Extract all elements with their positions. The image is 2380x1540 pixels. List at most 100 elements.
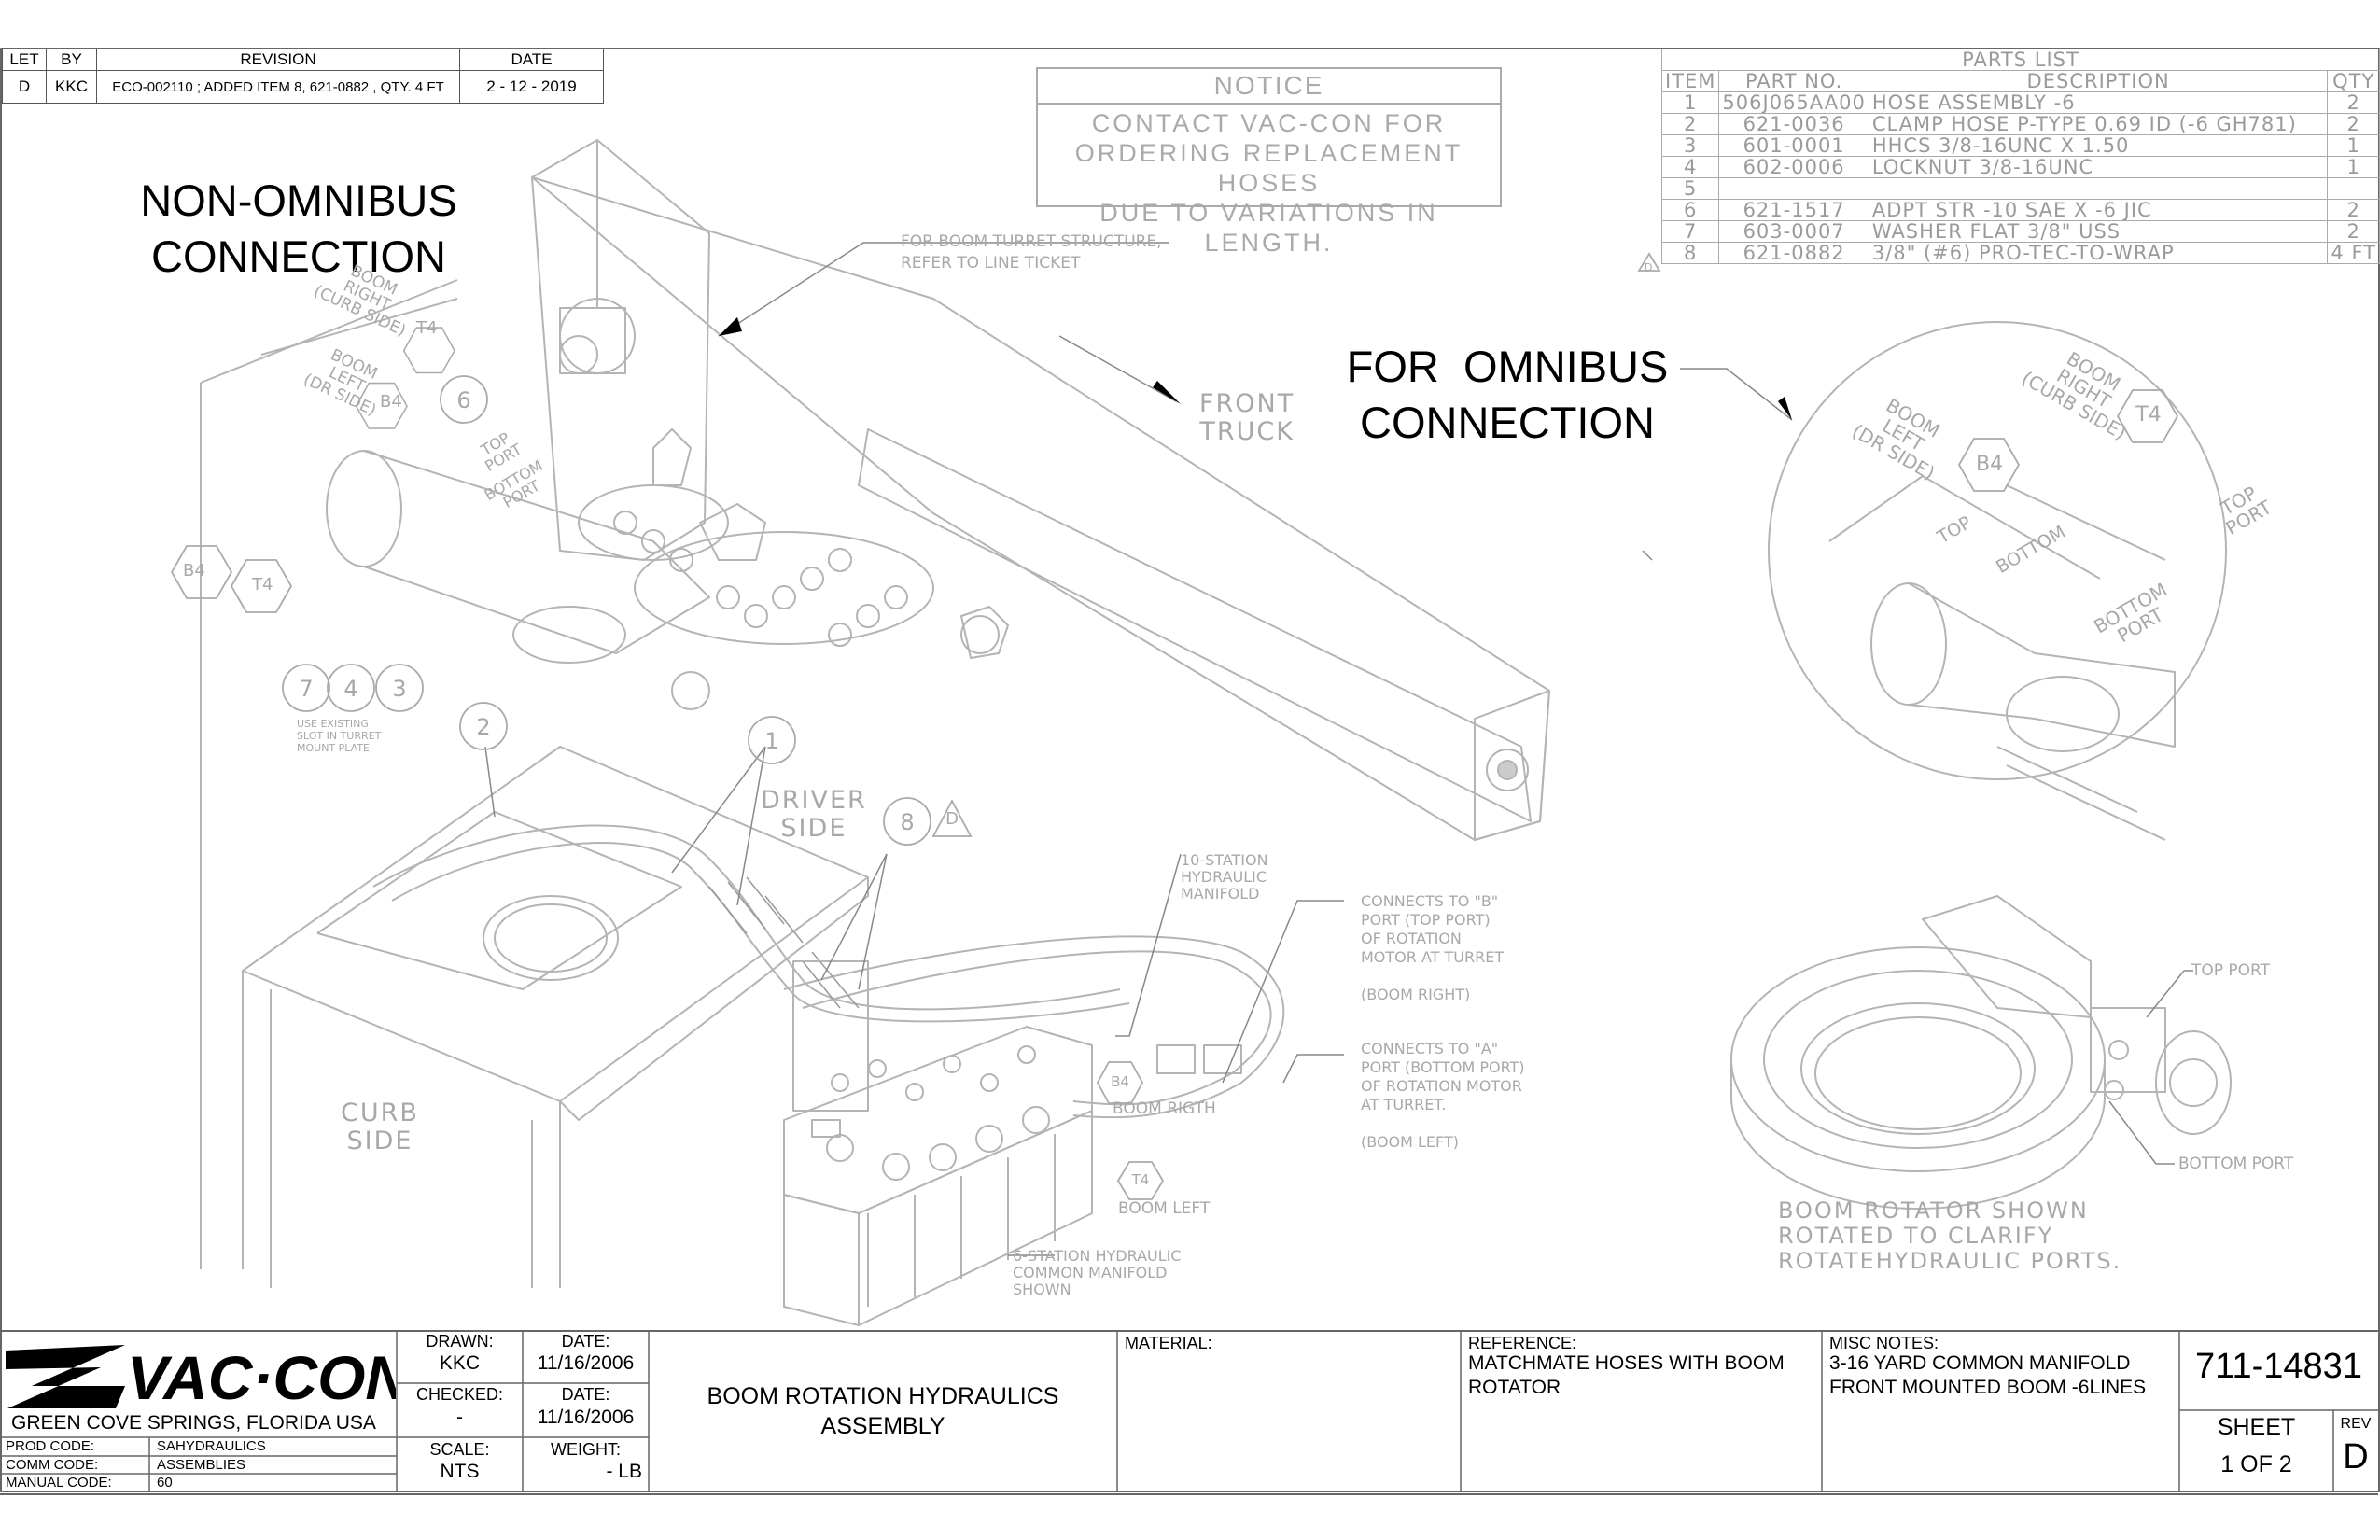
- omnibus-line: CONNECTION: [1360, 398, 1655, 447]
- manual-code-label: MANUAL CODE:: [6, 1475, 112, 1491]
- title-block-grid: [0, 1330, 2378, 1491]
- part-item: 1: [1660, 91, 1720, 114]
- part-description: HHCS 3/8-16UNC X 1.50: [1868, 134, 2329, 157]
- omnibus-label: FOR OMNIBUS CONNECTION: [1344, 339, 1671, 451]
- weight-label: WEIGHT:: [551, 1440, 621, 1459]
- callout-8-circle: [883, 797, 931, 846]
- part-item: 7: [1660, 220, 1720, 243]
- prod-code-value: SAHYDRAULICS: [157, 1438, 266, 1454]
- b4-hex-4: [1096, 1061, 1144, 1104]
- part-item: 4: [1660, 156, 1720, 178]
- notice-title: NOTICE: [1038, 69, 1500, 105]
- rev-header-revision: REVISION: [96, 49, 460, 71]
- prod-code-label: PROD CODE:: [6, 1438, 95, 1454]
- rev-by: KKC: [46, 70, 97, 104]
- boom-rotator-ring: [1730, 946, 2106, 1172]
- rotator-note: BOOM ROTATOR SHOWN ROTATED TO CLARIFY RO…: [1778, 1198, 2121, 1274]
- b4-hex-3: [1957, 438, 2021, 492]
- t4-marker-4: T4: [1131, 1171, 1150, 1188]
- six-station-line: COMMON MANIFOLD: [1013, 1264, 1168, 1281]
- rotator-bottom-port-label: BOTTOM PORT: [2178, 1155, 2294, 1173]
- material-label: MATERIAL:: [1125, 1334, 1212, 1352]
- company-location: GREEN COVE SPRINGS, FLORIDA USA: [11, 1412, 376, 1434]
- boom-left-paren: (BOOM LEFT): [1361, 1133, 1459, 1151]
- callout-3-circle: [375, 664, 424, 712]
- part-description: WASHER FLAT 3/8" USS: [1868, 220, 2329, 243]
- callout-7-circle: [282, 664, 330, 712]
- reference-label: REFERENCE:: [1468, 1334, 1577, 1352]
- callout-3: 3: [392, 676, 407, 702]
- boom-right-paren: (BOOM RIGHT): [1361, 986, 1471, 1003]
- ten-station-note: 10-STATION HYDRAULIC MANIFOLD: [1181, 852, 1268, 903]
- use-existing-line: USE EXISTING: [297, 718, 369, 730]
- callout-2-circle: [459, 702, 508, 750]
- scale-label: SCALE:: [429, 1440, 490, 1459]
- part-number: 601-0001: [1718, 134, 1869, 157]
- connects-b-line: PORT (TOP PORT): [1361, 911, 1491, 929]
- part-description: CLAMP HOSE P-TYPE 0.69 ID (-6 GH781): [1868, 113, 2329, 135]
- callout-4: 4: [343, 676, 358, 702]
- parts-row: 5: [1660, 177, 2380, 200]
- rotator-note-line: BOOM ROTATOR SHOWN: [1778, 1197, 2089, 1224]
- curb-side-label: CURB SIDE: [341, 1099, 419, 1155]
- part-qty: 1: [2327, 134, 2380, 157]
- six-station-line: SHOWN: [1013, 1281, 1071, 1298]
- boom-arm: [531, 176, 1550, 841]
- omnibus-line: FOR OMNIBUS: [1346, 342, 1669, 391]
- part-description: HOSE ASSEMBLY -6: [1868, 91, 2329, 114]
- rev-label: REV: [2340, 1416, 2372, 1432]
- notice-box: NOTICE CONTACT VAC-CON FOR ORDERING REPL…: [1036, 67, 1502, 257]
- title-block: [0, 1330, 2378, 1495]
- parts-list-table: PARTS LIST ITEM PART NO. DESCRIPTION QTY…: [1660, 49, 2380, 264]
- checked-label: CHECKED:: [415, 1385, 503, 1404]
- part-number: 602-0006: [1718, 156, 1869, 178]
- parts-rev-flag: D: [1645, 261, 1653, 273]
- part-qty: 2: [2327, 220, 2380, 243]
- scale-value: NTS: [440, 1461, 480, 1482]
- rotator-note-line: ROTATEHYDRAULIC PORTS.: [1778, 1248, 2122, 1274]
- part-item: 2: [1660, 113, 1720, 135]
- use-existing-line: SLOT IN TURRET: [297, 730, 382, 742]
- use-existing-line: MOUNT PLATE: [297, 742, 370, 754]
- b4-marker-3: B4: [1111, 1073, 1129, 1090]
- use-existing-note: USE EXISTING SLOT IN TURRET MOUNT PLATE: [297, 718, 381, 754]
- checked-date-value: 11/16/2006: [537, 1407, 635, 1428]
- misc-notes-text: 3-16 YARD COMMON MANIFOLD FRONT MOUNTED …: [1829, 1351, 2146, 1400]
- part-qty: 2: [2327, 113, 2380, 135]
- connects-a-line: CONNECTS TO "A": [1361, 1040, 1499, 1057]
- connects-b-line: MOTOR AT TURRET: [1361, 948, 1505, 966]
- part-description: 3/8" (#6) PRO-TEC-TO-WRAP: [1868, 242, 2329, 264]
- part-number: 621-0036: [1718, 113, 1869, 135]
- drawing-number: 711-14831: [2195, 1347, 2362, 1386]
- t4-hex-2: [230, 559, 293, 613]
- misc-notes-line: FRONT MOUNTED BOOM -6LINES: [1829, 1377, 2147, 1398]
- ten-station-line: HYDRAULIC: [1181, 868, 1267, 886]
- part-item: 8: [1660, 242, 1720, 264]
- comm-code-value: ASSEMBLIES: [157, 1457, 246, 1473]
- manual-code-value: 60: [157, 1475, 173, 1491]
- connects-a-line: OF ROTATION MOTOR: [1361, 1077, 1522, 1095]
- hose-1: [372, 824, 1121, 1011]
- comm-code-label: COMM CODE:: [6, 1457, 99, 1473]
- callout-7: 7: [299, 676, 314, 702]
- non-omnibus-line: NON-OMNIBUS: [140, 175, 457, 225]
- rev-header-let: LET: [2, 49, 47, 71]
- connects-b-line: OF ROTATION: [1361, 930, 1462, 947]
- part-number: 506J065AA00: [1718, 91, 1869, 114]
- callout-6-circle: [440, 375, 488, 424]
- boom-end: [1474, 690, 1550, 841]
- t4-hex-1: [402, 327, 455, 374]
- part-number: 621-1517: [1718, 199, 1869, 221]
- detail-circle: [1768, 321, 2227, 780]
- part-qty: 2: [2327, 91, 2380, 114]
- curb-side-line: CURB: [341, 1099, 419, 1127]
- rotator-note-line: ROTATED TO CLARIFY: [1778, 1223, 2054, 1249]
- part-description: ADPT STR -10 SAE X -6 JIC: [1868, 199, 2329, 221]
- rev-date: 2 - 12 - 2019: [459, 70, 604, 104]
- b4-hex-1: [355, 382, 408, 429]
